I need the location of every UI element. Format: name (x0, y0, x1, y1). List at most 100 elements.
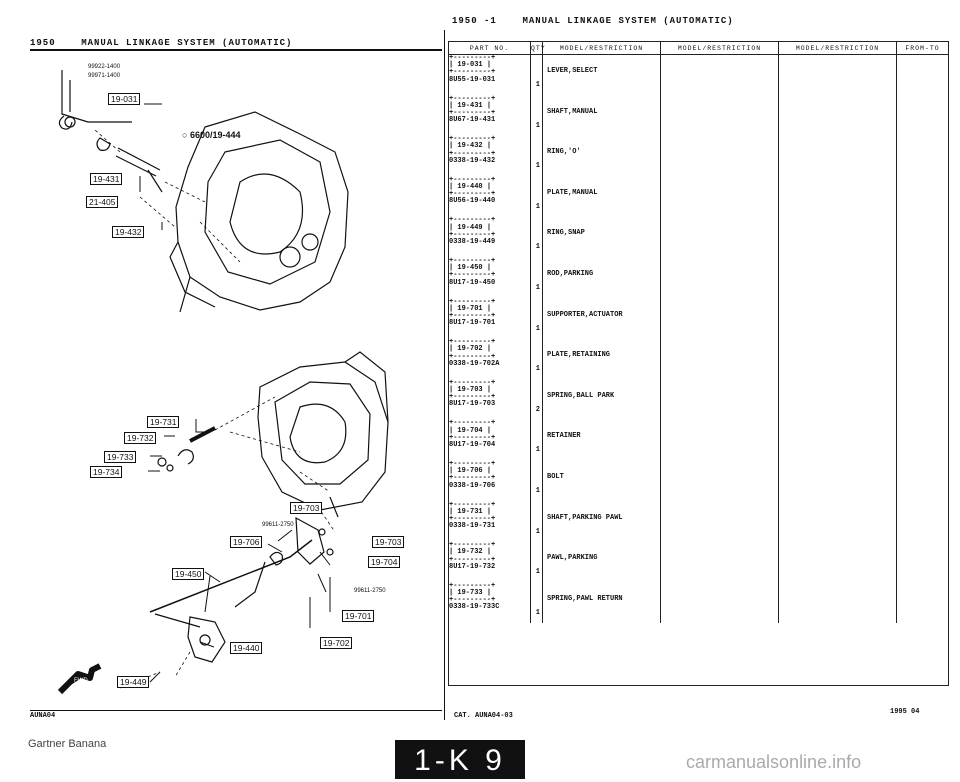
model-cell-3 (778, 582, 897, 624)
ref-99611-b: 99611-2750 (354, 588, 386, 594)
from-to-cell (896, 54, 949, 96)
callout-21-405: 21-405 (86, 196, 119, 208)
qty-value: 2 (535, 405, 540, 414)
description-cell: PLATE,RETAINING (542, 339, 661, 380)
from-to-cell (896, 339, 949, 380)
qty-cell: 1 (530, 257, 543, 299)
from-to-cell (896, 582, 949, 624)
callout-19-702: 19-702 (320, 637, 353, 649)
table-row: +---------+ | 19-440 | +---------+ 8U56-… (448, 176, 949, 218)
table-row: +---------+ | 19-703 | +---------+ 8U17-… (448, 379, 949, 421)
from-to-cell (896, 298, 949, 340)
part-description: RING,'O' (547, 148, 581, 157)
model-cell-2 (660, 379, 779, 421)
part-ref-box: +---------+ | 19-432 | +---------+ 0338-… (449, 135, 496, 165)
part-ref: 19-704 (457, 426, 483, 435)
part-number: 8U17-19-732 (449, 562, 496, 571)
callout-19-706: 19-706 (230, 536, 263, 548)
part-cell: +---------+ | 19-701 | +---------+ 8U17-… (448, 298, 531, 340)
left-footer-rule (30, 710, 442, 711)
callout-19-440: 19-440 (230, 642, 263, 654)
right-header-sep: -1 (484, 16, 497, 26)
table-empty-space (448, 623, 949, 687)
qty-cell: 1 (530, 420, 543, 461)
part-description: SUPPORTER,ACTUATOR (547, 310, 623, 319)
part-description: PLATE,MANUAL (547, 188, 598, 197)
parts-table-body: +---------+ | 19-031 | +---------+ 8U55-… (448, 54, 949, 624)
qty-cell: 1 (530, 339, 543, 380)
part-number: 0338-19-432 (449, 156, 496, 165)
part-number: 0338-19-702A (449, 359, 500, 368)
qty-value: 1 (535, 527, 540, 536)
from-to-cell (896, 420, 949, 461)
parts-table-header: PART NO. QTY MODEL/RESTRICTION MODEL/RES… (448, 41, 949, 55)
part-cell: +---------+ | 19-733 | +---------+ 0338-… (448, 582, 531, 624)
part-ref: 19-702 (457, 345, 483, 354)
part-cell: +---------+ | 19-732 | +---------+ 8U17-… (448, 541, 531, 583)
model-cell-3 (778, 257, 897, 299)
model-cell-2 (660, 176, 779, 218)
right-header: 1950 -1 MANUAL LINKAGE SYSTEM (AUTOMATIC… (452, 16, 734, 26)
description-cell: SHAFT,MANUAL (542, 95, 661, 137)
part-description: SHAFT,MANUAL (547, 107, 598, 116)
from-to-cell (896, 217, 949, 258)
qty-value: 1 (535, 365, 540, 374)
part-ref-box: +---------+ | 19-031 | +---------+ 8U55-… (449, 54, 496, 84)
part-ref: 19-731 (457, 507, 483, 516)
model-cell-2 (660, 501, 779, 543)
from-to-cell (896, 136, 949, 177)
model-cell-2 (660, 257, 779, 299)
model-cell-2 (660, 217, 779, 258)
callout-19-703-a: 19-703 (290, 502, 323, 514)
model-cell-2 (660, 582, 779, 624)
table-row: +---------+ | 19-732 | +---------+ 8U17-… (448, 541, 949, 583)
qty-value: 1 (535, 121, 540, 130)
col-model-1: MODEL/RESTRICTION (542, 41, 661, 55)
left-header-title: MANUAL LINKAGE SYSTEM (AUTOMATIC) (81, 38, 293, 48)
description-cell: SUPPORTER,ACTUATOR (542, 298, 661, 340)
part-ref: 19-703 (457, 385, 483, 394)
part-number: 0338-19-449 (449, 237, 496, 246)
part-description: SHAFT,PARKING PAWL (547, 513, 623, 522)
ref-99922: 99922-1400 (88, 64, 121, 70)
qty-cell: 1 (530, 136, 543, 177)
qty-value: 1 (535, 486, 540, 495)
description-cell: ROD,PARKING (542, 257, 661, 299)
part-ref: 19-031 (457, 61, 483, 70)
model-cell-3 (778, 217, 897, 258)
ref-6600: ○ 6600/19-444 (182, 130, 241, 140)
from-to-cell (896, 95, 949, 137)
qty-value: 1 (535, 446, 540, 455)
part-ref-box: +---------+ | 19-449 | +---------+ 0338-… (449, 216, 496, 246)
part-description: PLATE,RETAINING (547, 351, 611, 360)
part-cell: +---------+ | 19-440 | +---------+ 8U56-… (448, 176, 531, 218)
model-cell-2 (660, 54, 779, 96)
qty-cell: 1 (530, 298, 543, 340)
col-from-to: FROM-TO (896, 41, 949, 55)
part-ref-box: +---------+ | 19-732 | +---------+ 8U17-… (449, 541, 496, 571)
part-number: 8U55-19-031 (449, 75, 496, 84)
part-number: 8U17-19-703 (449, 400, 496, 409)
table-row: +---------+ | 19-701 | +---------+ 8U17-… (448, 298, 949, 340)
table-row: +---------+ | 19-450 | +---------+ 8U17-… (448, 257, 949, 299)
part-cell: +---------+ | 19-450 | +---------+ 8U17-… (448, 257, 531, 299)
qty-value: 1 (535, 324, 540, 333)
exploded-diagram: FWD (57, 70, 389, 695)
fwd-arrow-icon: FWD (57, 663, 102, 695)
description-cell: SPRING,PAWL RETURN (542, 582, 661, 624)
qty-cell: 2 (530, 379, 543, 421)
qty-cell: 1 (530, 176, 543, 218)
model-cell-3 (778, 542, 897, 583)
qty-cell: 1 (530, 54, 543, 96)
part-ref-box: +---------+ | 19-704 | +---------+ 8U17-… (449, 419, 496, 449)
description-cell: BOLT (542, 460, 661, 502)
col-qty: QTY (530, 41, 545, 55)
part-number: 0338-19-706 (449, 481, 496, 490)
parts-table: PART NO. QTY MODEL/RESTRICTION MODEL/RES… (448, 41, 949, 687)
part-description: LEVER,SELECT (547, 67, 598, 75)
watermark: carmanualsonline.info (686, 752, 862, 772)
table-row: +---------+ | 19-706 | +---------+ 0338-… (448, 460, 949, 502)
model-cell-2 (660, 298, 779, 340)
from-to-cell (896, 379, 949, 421)
table-row: +---------+ | 19-733 | +---------+ 0338-… (448, 582, 949, 624)
